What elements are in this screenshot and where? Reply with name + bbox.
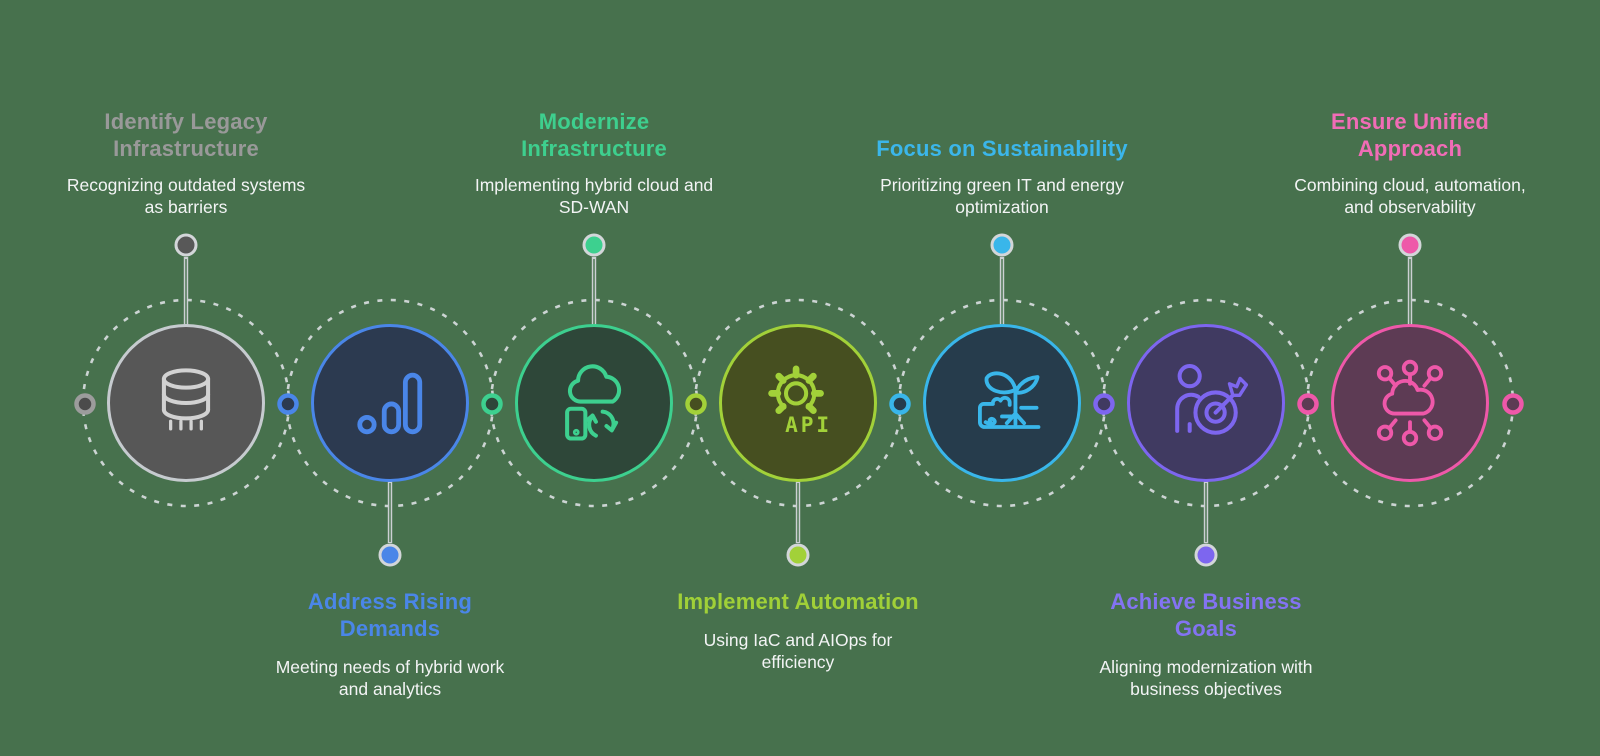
stem-dot xyxy=(174,233,198,257)
step-description: Implementing hybrid cloud and SD-WAN xyxy=(474,175,714,217)
step-description: Meeting needs of hybrid work and analyti… xyxy=(275,657,505,699)
step-title: Ensure Unified Approach xyxy=(1330,109,1490,161)
step-circle-6 xyxy=(1127,324,1285,482)
step-description: Combining cloud, automation, and observa… xyxy=(1294,175,1526,217)
step-circle-3 xyxy=(515,324,673,482)
step-title: Focus on Sustainability xyxy=(876,136,1128,161)
cloud-sync-icon xyxy=(565,364,622,441)
step-title: Achieve Business Goals xyxy=(1110,589,1302,641)
step-title: Identify Legacy Infrastructure xyxy=(104,109,268,161)
step-description: Prioritizing green IT and energy optimiz… xyxy=(880,175,1124,217)
stem-dot xyxy=(582,233,606,257)
connector-dot xyxy=(1093,393,1115,415)
svg-text:API: API xyxy=(785,412,832,437)
stem-dot xyxy=(1194,543,1218,567)
step-description: Aligning modernization with business obj… xyxy=(1099,657,1313,699)
connector-dot xyxy=(889,393,911,415)
connector-dot-left-end xyxy=(74,393,96,415)
connector-dot xyxy=(481,393,503,415)
database-icon xyxy=(161,368,211,431)
step-circle-4: API xyxy=(719,324,877,482)
connector-dot-right-end xyxy=(1502,393,1524,415)
step-circle-5 xyxy=(923,324,1081,482)
stem-dot xyxy=(378,543,402,567)
step-description: Recognizing outdated systems as barriers xyxy=(66,175,306,217)
bar-chart-icon xyxy=(357,372,423,435)
step-circle-1 xyxy=(107,324,265,482)
connector-dot xyxy=(277,393,299,415)
connector-dot xyxy=(1297,393,1319,415)
sprout-icon xyxy=(978,371,1041,429)
connector-dot xyxy=(685,393,707,415)
cloud-network-icon xyxy=(1376,359,1444,447)
stem-dot xyxy=(1398,233,1422,257)
step-circle-2 xyxy=(311,324,469,482)
step-title: Modernize Infrastructure xyxy=(521,109,667,161)
step-circle-7 xyxy=(1331,324,1489,482)
step-title: Implement Automation xyxy=(677,589,919,614)
person-target-icon xyxy=(1175,364,1249,435)
step-description: Using IaC and AIOps for efficiency xyxy=(703,630,893,672)
step-title: Address Rising Demands xyxy=(307,589,473,641)
stem-dot xyxy=(990,233,1014,257)
stem-dot xyxy=(786,543,810,567)
api-gear-icon: API xyxy=(768,365,832,437)
